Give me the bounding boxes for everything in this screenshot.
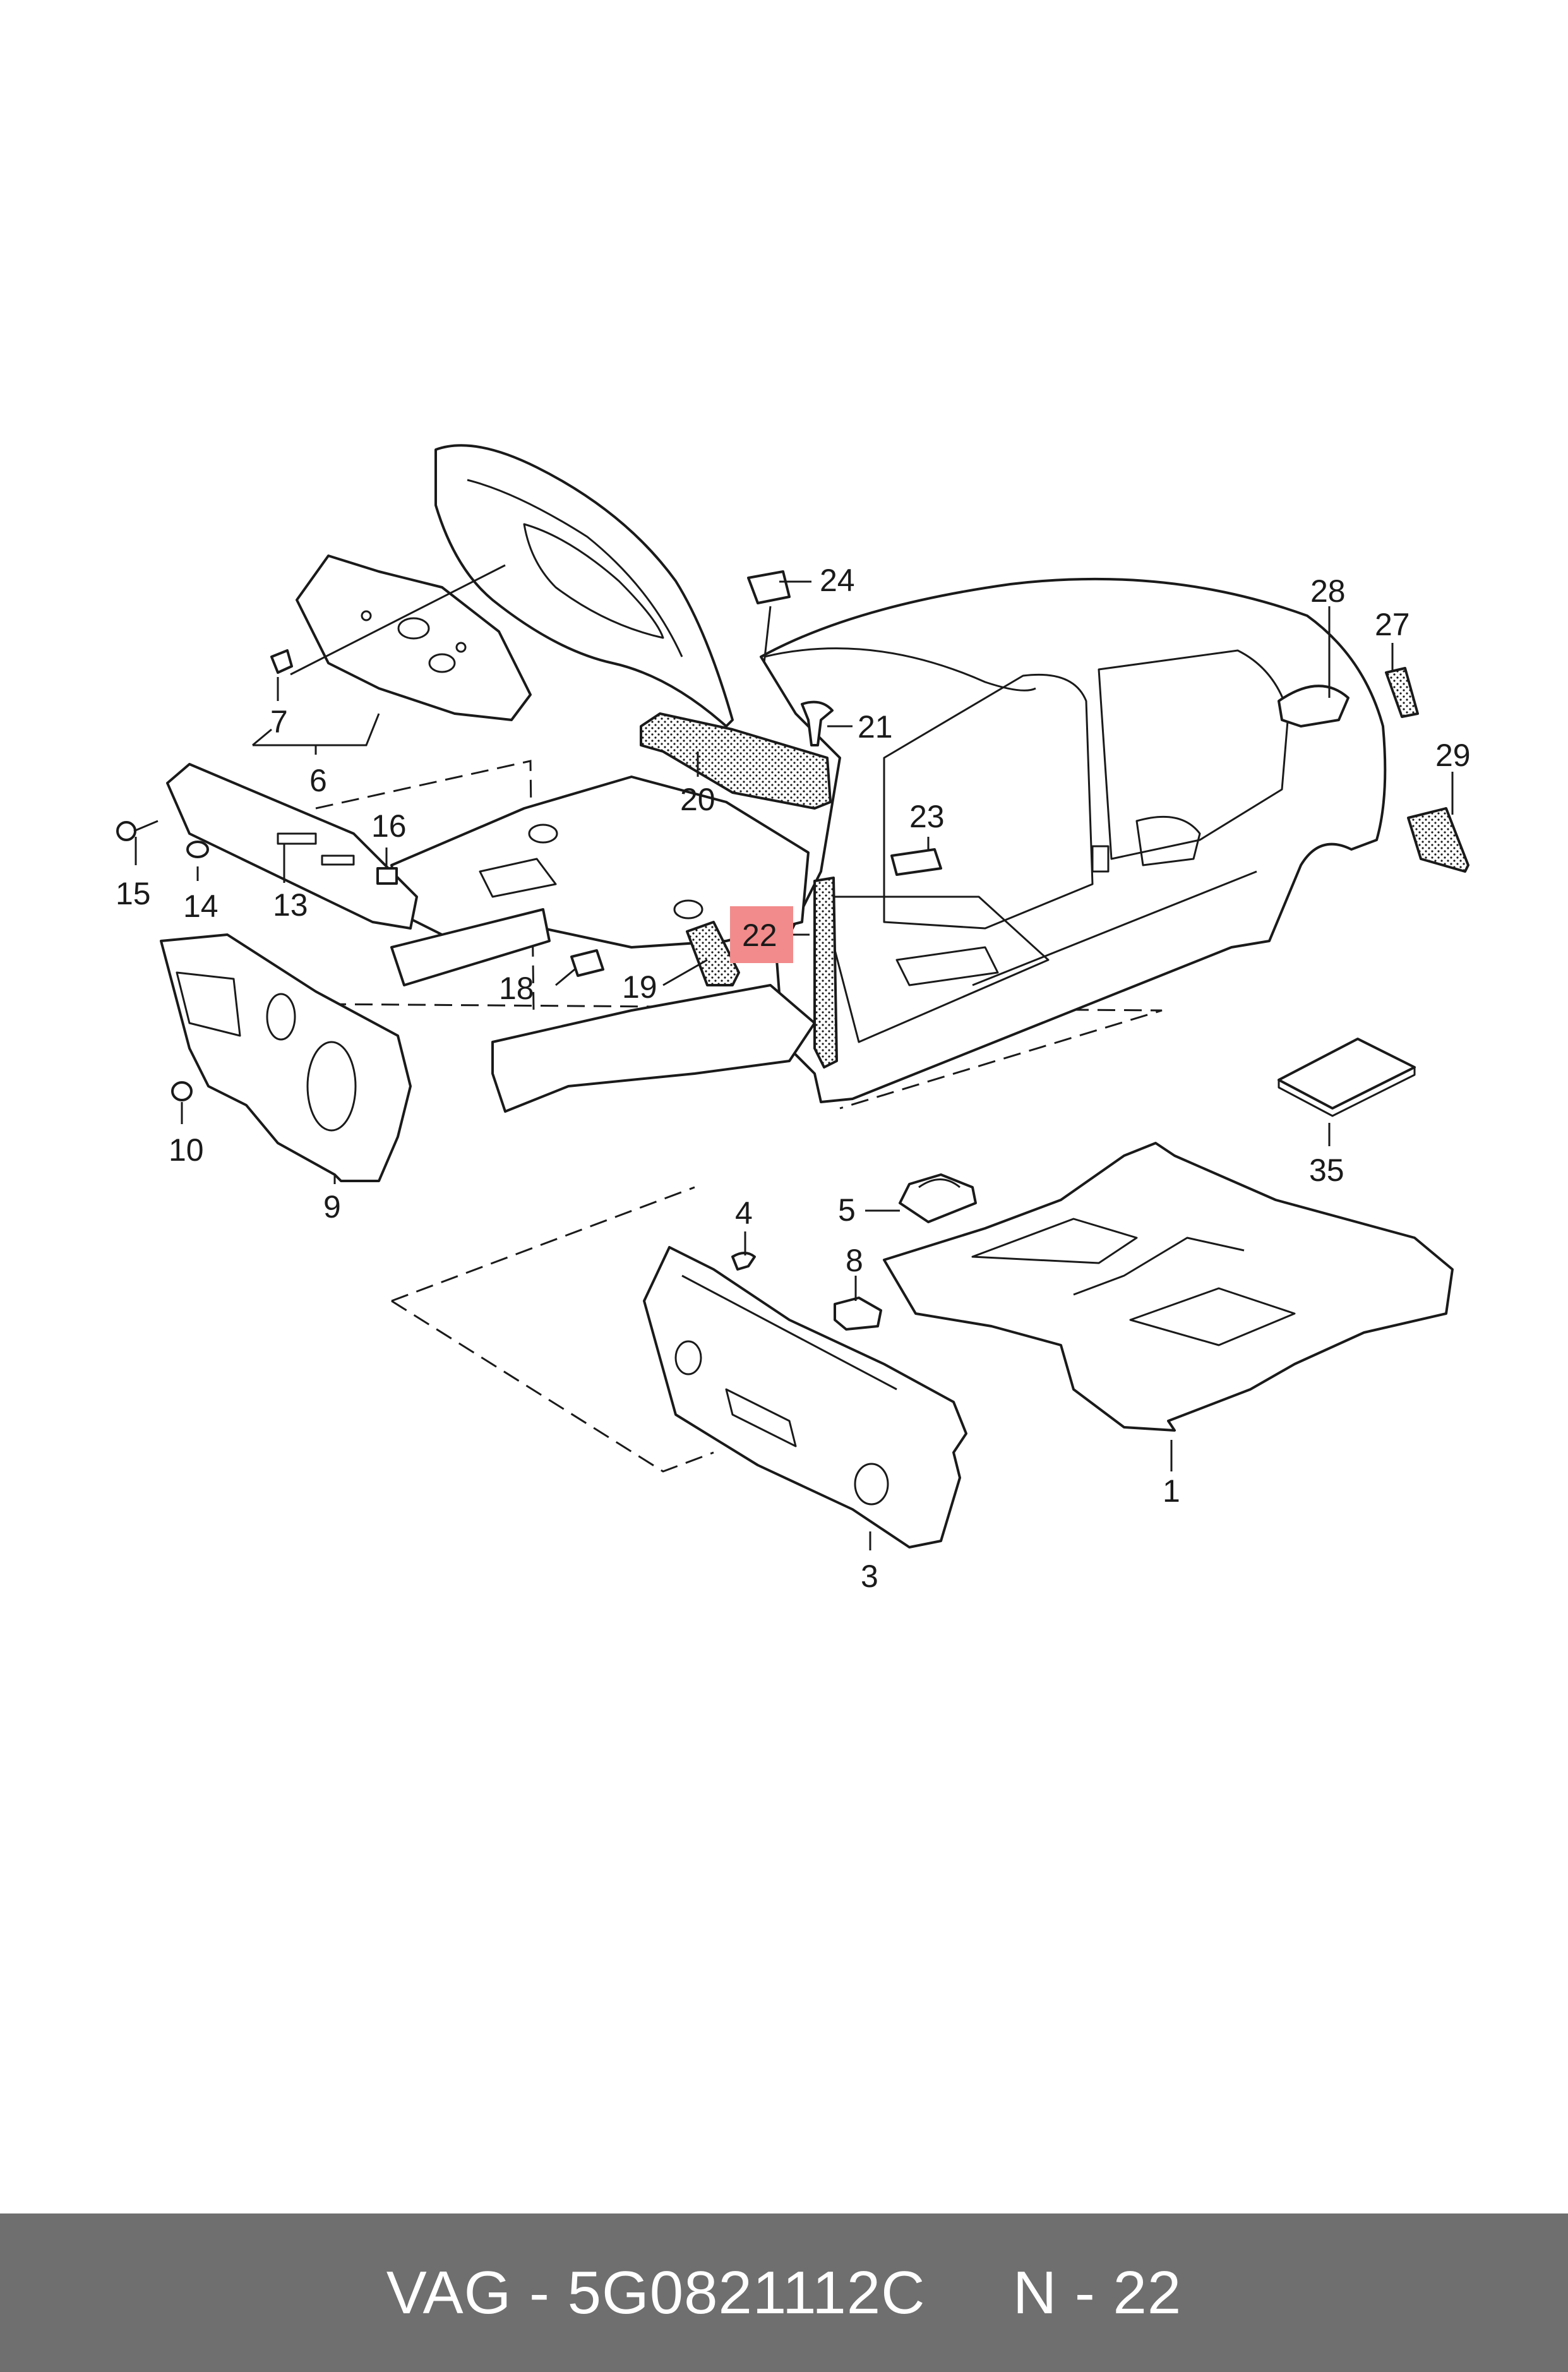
exploded-parts-diagram: 24 21 20 28 27 29 23 22 19 18 7 6 16 15 … <box>116 444 1471 1594</box>
callout-23: 23 <box>909 799 945 834</box>
callout-14: 14 <box>183 889 218 924</box>
callout-9: 9 <box>323 1189 341 1225</box>
callout-16: 16 <box>371 808 407 844</box>
footer-brand: VAG <box>386 2258 512 2327</box>
car-body-shell <box>760 577 1387 1103</box>
callout-6: 6 <box>309 763 327 798</box>
cross-member-13 <box>166 763 418 930</box>
front-structure <box>390 776 816 1113</box>
clip-10-part <box>171 1081 193 1101</box>
pad-19-part <box>686 921 740 986</box>
callout-7: 7 <box>270 704 288 740</box>
callout-20: 20 <box>680 782 715 817</box>
pad-35-part <box>1278 1038 1416 1117</box>
callout-27: 27 <box>1375 607 1410 642</box>
callout-4: 4 <box>735 1195 753 1231</box>
clip-16-part <box>376 867 398 885</box>
callout-29: 29 <box>1435 738 1471 773</box>
callout-13: 13 <box>273 887 308 923</box>
callout-35: 35 <box>1309 1153 1344 1188</box>
pad-27-part <box>1385 667 1419 718</box>
pad-28-part <box>1278 685 1350 728</box>
callout-18: 18 <box>499 971 534 1006</box>
footer-part-number: 5G0821112C <box>567 2258 926 2327</box>
callout-10: 10 <box>169 1132 204 1168</box>
highlight-box-22 <box>730 906 793 963</box>
clip-8-part <box>834 1297 882 1331</box>
callout-labels: 24 21 20 28 27 29 23 22 19 18 7 6 16 15 … <box>116 563 1471 1594</box>
pad-29-part <box>1407 807 1469 873</box>
clip-21-part <box>801 700 834 746</box>
pad-24-part <box>747 570 791 604</box>
pad-18-part <box>570 949 604 977</box>
callout-21: 21 <box>858 709 893 745</box>
clip-4-part <box>731 1252 756 1271</box>
callout-3: 3 <box>861 1559 878 1594</box>
clip-7-part <box>270 649 293 674</box>
leader-lines <box>135 564 1454 1550</box>
firewall-insulation-9 <box>160 933 412 1182</box>
footer-position-label: N - 22 <box>1012 2258 1182 2327</box>
callout-15: 15 <box>116 876 151 911</box>
callout-24: 24 <box>820 563 855 598</box>
callout-8: 8 <box>846 1243 863 1278</box>
callout-28: 28 <box>1310 573 1346 609</box>
floor-carpet-1 <box>883 1142 1454 1432</box>
footer-gap <box>926 2258 1013 2328</box>
callout-19: 19 <box>622 969 657 1005</box>
callout-22: 22 <box>742 918 777 953</box>
footer-separator: - <box>512 2258 568 2327</box>
bolt-15-part <box>116 820 159 841</box>
callout-1: 1 <box>1163 1473 1180 1509</box>
pad-23-part <box>890 848 942 876</box>
bracket-5-part <box>899 1173 977 1223</box>
pillar-insulation-22 <box>813 877 838 1069</box>
insulation-strip-20 <box>640 712 832 810</box>
hood-part <box>434 444 734 728</box>
part-number-footer: VAG - 5G0821112C N - 22 <box>0 2213 1568 2372</box>
nut-14-part <box>186 841 209 858</box>
callout-5: 5 <box>838 1192 856 1228</box>
hood-insulation-part <box>296 554 532 721</box>
dash-insulation-3 <box>643 1246 967 1548</box>
